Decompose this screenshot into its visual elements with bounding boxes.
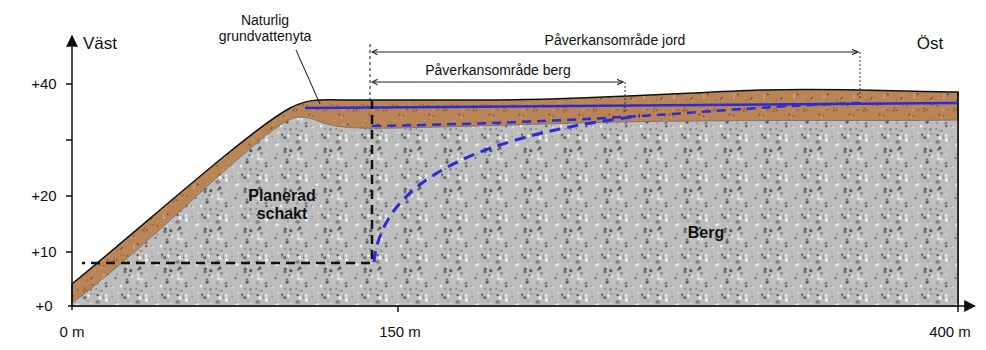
elevation-tick: +40 <box>31 75 56 92</box>
elevation-tick: +20 <box>31 187 56 204</box>
zone-arrow-soil <box>372 52 858 53</box>
y-axis <box>71 36 73 310</box>
excavation-label: Planerad schakt <box>237 187 327 224</box>
x-axis <box>68 305 975 307</box>
zone-end-line <box>860 52 861 100</box>
excavation-outline <box>82 100 372 263</box>
groundwater-label: Naturlig grundvattenyta <box>205 12 325 44</box>
axis-ticks <box>66 84 958 312</box>
rock-body <box>72 117 958 306</box>
distance-tick: 400 m <box>929 323 971 340</box>
material-label: Berg <box>688 224 724 242</box>
zone-label: Påverkansområde berg <box>425 62 571 78</box>
distance-tick: 0 m <box>59 323 84 340</box>
soil-layer <box>72 89 958 306</box>
zone-end-line <box>625 82 626 112</box>
groundwater-line <box>305 103 958 108</box>
zone-start-line <box>370 44 371 100</box>
section-edge <box>957 92 959 306</box>
elevation-tick: +10 <box>31 243 56 260</box>
zone-arrow-rock <box>372 82 623 83</box>
direction-label: Öst <box>917 34 943 54</box>
zone-label: Påverkansområde jord <box>545 32 686 48</box>
lowered-groundwater-soil <box>372 103 860 126</box>
distance-tick: 150 m <box>379 323 421 340</box>
elevation-tick: +0 <box>35 297 52 314</box>
lowered-groundwater-rock <box>374 116 640 262</box>
direction-label: Väst <box>83 34 117 54</box>
leader-line <box>296 50 320 104</box>
